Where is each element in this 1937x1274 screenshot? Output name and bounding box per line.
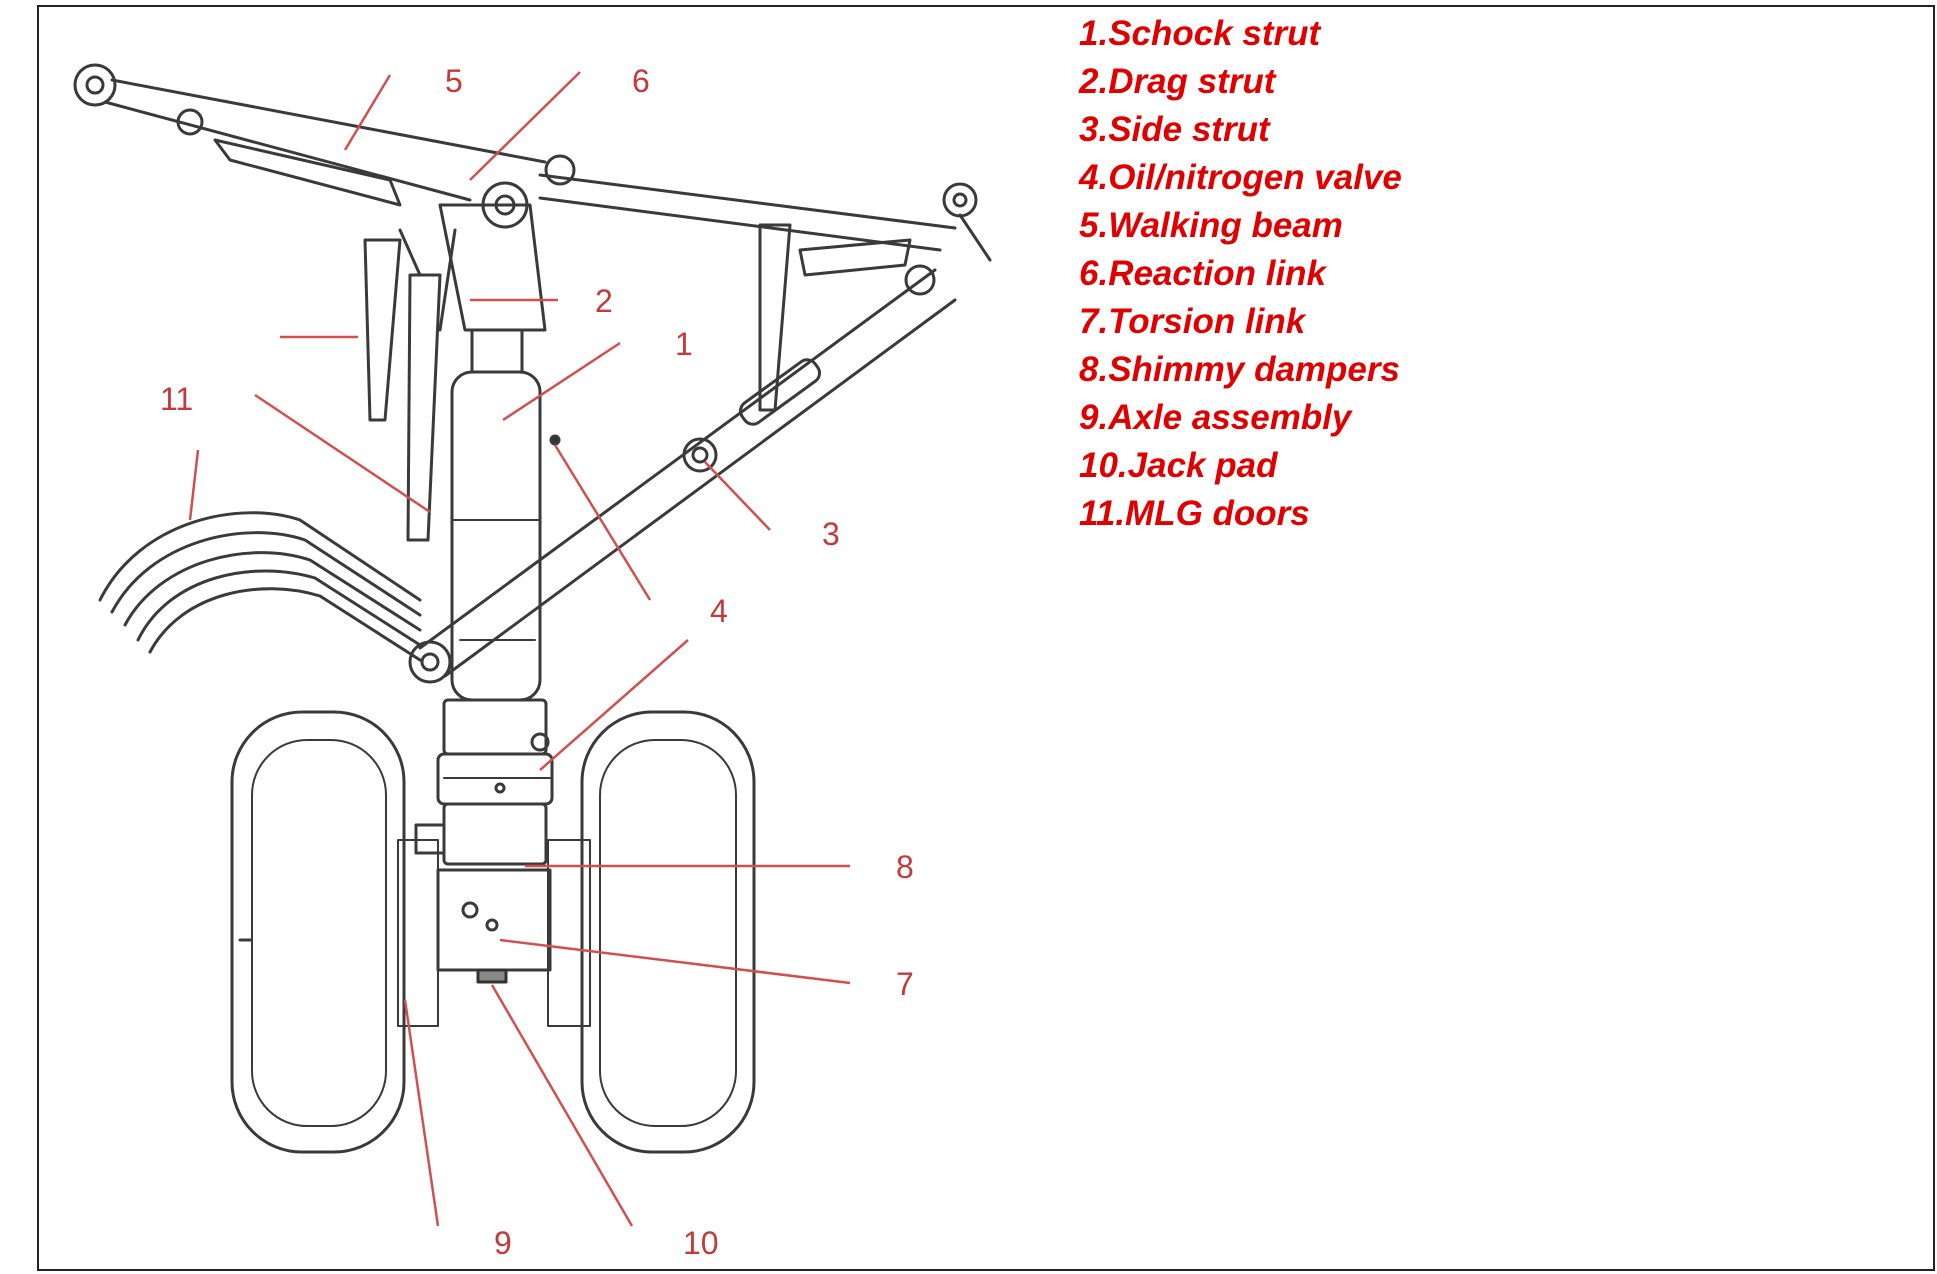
legend-item-6: 6.Reaction link <box>1079 254 1327 293</box>
leader-line-11b <box>188 449 200 521</box>
legend-item-9: 9.Axle assembly <box>1079 398 1352 437</box>
leader-line-9 <box>403 999 440 1227</box>
legend-item-5: 5.Walking beam <box>1079 206 1343 245</box>
door-actuator <box>363 228 442 542</box>
legend-item-4: 4.Oil/nitrogen valve <box>1079 158 1402 197</box>
callout-10: 10 <box>683 1225 719 1261</box>
drag-strut <box>538 173 992 412</box>
leader-line-10 <box>490 984 634 1227</box>
axle-block <box>436 868 552 984</box>
leader-lines <box>188 71 851 1227</box>
callout-5: 5 <box>445 63 463 99</box>
diagram-frame <box>37 5 1935 1271</box>
shock-strut-cylinder <box>450 328 561 702</box>
legend-item-2: 2.Drag strut <box>1079 62 1276 101</box>
parts-legend: 1.Schock strut 2.Drag strut 3.Side strut… <box>1079 10 1402 538</box>
callout-4: 4 <box>710 593 728 629</box>
leader-line-11 <box>254 393 431 514</box>
upper-trunnion <box>438 181 547 332</box>
landing-gear-drawing <box>73 63 992 1154</box>
left-wheel <box>230 710 439 1154</box>
leader-line-7 <box>499 938 851 985</box>
legend-item-7: 7.Torsion link <box>1079 302 1306 341</box>
walking-beam <box>73 63 576 207</box>
side-strut <box>408 264 957 684</box>
callout-11: 11 <box>160 381 193 417</box>
mlg-doors <box>98 511 422 662</box>
legend-item-8: 8.Shimmy dampers <box>1079 350 1400 389</box>
shimmy-damper <box>414 698 554 866</box>
callout-3: 3 <box>822 516 840 552</box>
leader-line-3 <box>704 461 771 531</box>
leader-line-1 <box>502 341 621 422</box>
callout-7: 7 <box>896 966 914 1002</box>
leader-line-4 <box>539 639 689 771</box>
leader-line-4b <box>553 444 652 601</box>
legend-item-10: 10.Jack pad <box>1079 446 1278 485</box>
leader-line-5 <box>343 74 392 151</box>
callout-9: 9 <box>494 1225 512 1261</box>
leader-line-6 <box>469 71 581 181</box>
callout-2: 2 <box>595 283 613 319</box>
callout-8: 8 <box>896 849 914 885</box>
legend-item-1: 1.Schock strut <box>1079 14 1321 53</box>
callout-1: 1 <box>675 326 693 362</box>
legend-item-3: 3.Side strut <box>1079 110 1270 149</box>
right-wheel <box>547 710 756 1154</box>
callout-6: 6 <box>632 63 650 99</box>
callout-numbers: 1 2 3 4 5 6 7 8 9 10 11 <box>160 63 914 1261</box>
legend-item-11: 11.MLG doors <box>1079 494 1310 533</box>
